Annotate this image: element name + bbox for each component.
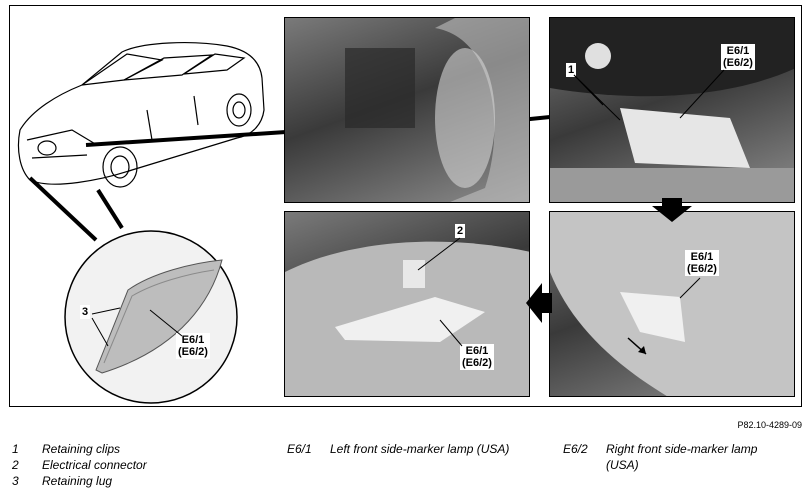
legend-code: E6/2 — [563, 442, 588, 456]
left-arrow — [526, 283, 552, 323]
callout-1: 1 — [566, 63, 577, 77]
callout-3: 3 — [80, 305, 91, 319]
legend-text: Retaining clips — [42, 442, 121, 456]
legend-text: Electrical connector — [42, 458, 147, 472]
legend-text: Left front side-marker lamp (USA) — [330, 442, 510, 456]
callout-lamp-top-right: E6/1 (E6/2) — [721, 44, 755, 70]
legend-column-2: E6/1 Left front side-marker lamp (USA) — [287, 441, 509, 457]
legend-column-1: 1 Retaining clips 2 Electrical connector… — [12, 441, 147, 489]
down-arrow — [652, 198, 692, 222]
callout-e6-1: E6/1 — [690, 251, 714, 263]
legend-item: E6/2 Right front side-marker lamp (USA) — [563, 441, 798, 473]
callout-e6-2: (E6/2) — [462, 357, 492, 369]
callout-e6-1: E6/1 — [726, 45, 750, 57]
callout-e6-1: E6/1 — [181, 334, 205, 346]
legend-item: 3 Retaining lug — [12, 473, 147, 489]
lamp-detail-circle — [64, 230, 238, 404]
figure-reference: P82.10-4289-09 — [737, 420, 802, 430]
callout-lamp-bottom-right: E6/1 (E6/2) — [685, 250, 719, 276]
legend-item: E6/1 Left front side-marker lamp (USA) — [287, 441, 509, 457]
legend-code: 1 — [12, 442, 19, 456]
callout-lamp-left-circle: E6/1 (E6/2) — [176, 333, 210, 359]
photo-marker-lamp-removal — [549, 211, 795, 397]
callout-e6-1: E6/1 — [465, 345, 489, 357]
legend-item: 2 Electrical connector — [12, 457, 147, 473]
legend-item: 1 Retaining clips — [12, 441, 147, 457]
photo-headlamp-area — [284, 17, 530, 203]
callout-2: 2 — [455, 224, 466, 238]
callout-e6-2: (E6/2) — [178, 346, 208, 358]
callout-e6-2: (E6/2) — [723, 57, 753, 69]
legend-code: E6/1 — [287, 442, 312, 456]
legend-code: 3 — [12, 474, 19, 488]
legend-code: 2 — [12, 458, 19, 472]
callout-e6-2: (E6/2) — [687, 263, 717, 275]
legend-text: Right front side-marker lamp (USA) — [606, 442, 758, 472]
legend-text: Retaining lug — [42, 474, 113, 488]
callout-lamp-bottom-middle: E6/1 (E6/2) — [460, 344, 494, 370]
legend-column-3: E6/2 Right front side-marker lamp (USA) — [563, 441, 798, 473]
